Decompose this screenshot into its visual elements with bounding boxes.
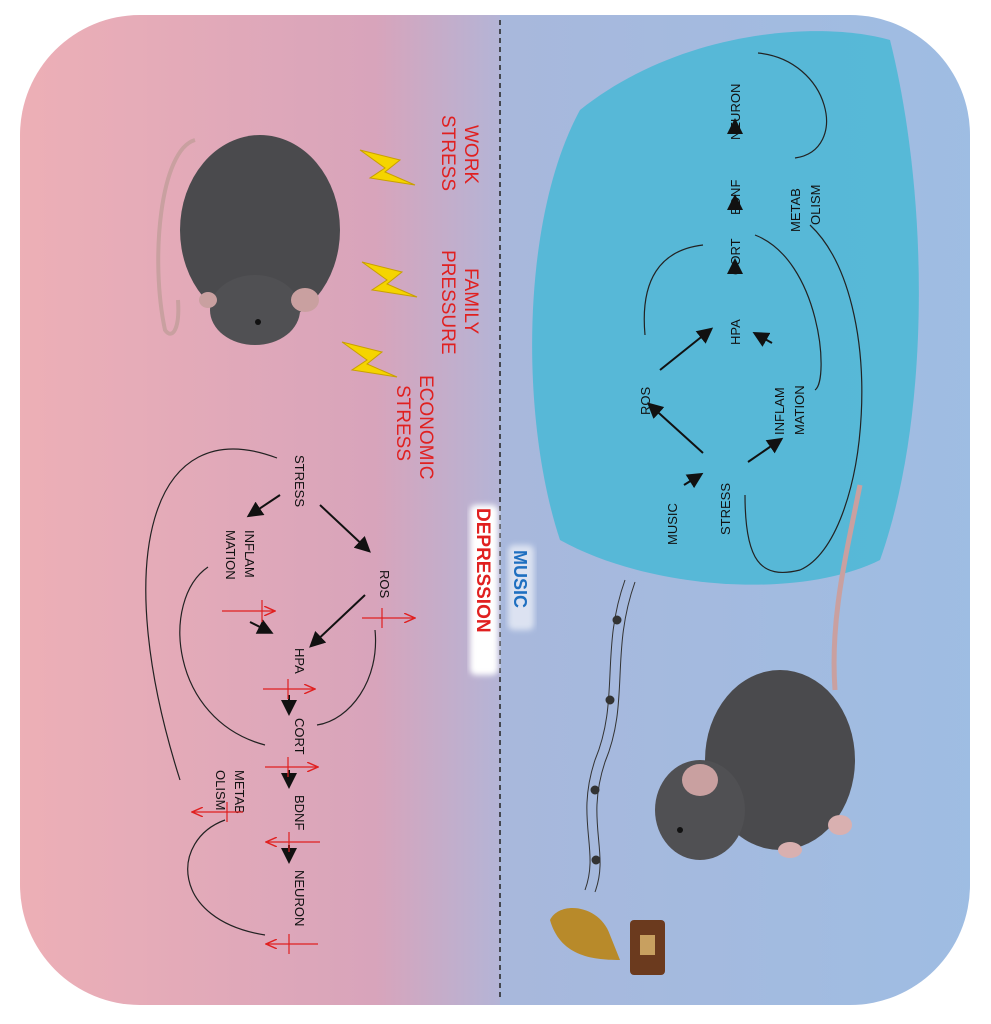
relaxed-mouse	[655, 484, 863, 860]
stressed-mouse	[156, 135, 340, 345]
node-hpa: HPA	[728, 319, 743, 345]
node-ros: ROS	[638, 387, 653, 416]
stressor-labels: WORK STRESS FAMILY PRESSURE ECONOMIC STR…	[392, 115, 481, 480]
lightning-icon	[341, 149, 418, 378]
stressor-work-line2: STRESS	[437, 115, 458, 191]
music-notes-icon	[584, 579, 636, 893]
node-bdnf: BDNF	[728, 180, 743, 215]
node-hpa: HPA	[292, 648, 307, 674]
node-inflammation-1: INFLAM	[242, 530, 257, 578]
node-neuron: NEURON	[292, 870, 307, 926]
depression-title: DEPRESSION	[472, 508, 493, 633]
node-inflammation-1: INFLAM	[772, 387, 787, 435]
stressor-economic-line2: STRESS	[392, 385, 413, 461]
node-cort: CORT	[292, 718, 307, 755]
node-inflammation-2: MATION	[223, 530, 238, 580]
music-pathway: MUSIC STRESS ROS INFLAM MATION HPA CORT …	[638, 52, 863, 574]
stressor-family-line2: PRESSURE	[437, 250, 458, 355]
depression-pathway: STRESS INFLAM MATION ROS HPA CORT BDNF N…	[145, 448, 415, 954]
stressor-family-line1: FAMILY	[460, 268, 481, 334]
music-title: MUSIC	[510, 550, 530, 608]
node-ros: ROS	[377, 570, 392, 599]
node-neuron: NEURON	[728, 84, 743, 140]
node-metabolism-1: METAB	[232, 770, 247, 814]
node-bdnf: BDNF	[292, 795, 307, 830]
node-music: MUSIC	[665, 503, 680, 545]
gramophone-icon	[550, 908, 665, 975]
node-metabolism-1: METAB	[788, 188, 803, 232]
node-inflammation-2: MATION	[792, 385, 807, 435]
node-metabolism-2: OLISM	[808, 185, 823, 225]
node-metabolism-2: OLISM	[213, 770, 228, 810]
stressor-economic-line1: ECONOMIC	[415, 375, 436, 480]
node-stress: STRESS	[292, 455, 307, 507]
node-stress: STRESS	[718, 483, 733, 535]
protective-bubble	[532, 31, 919, 585]
node-cort: CORT	[728, 238, 743, 275]
stressor-work-line1: WORK	[460, 125, 481, 184]
